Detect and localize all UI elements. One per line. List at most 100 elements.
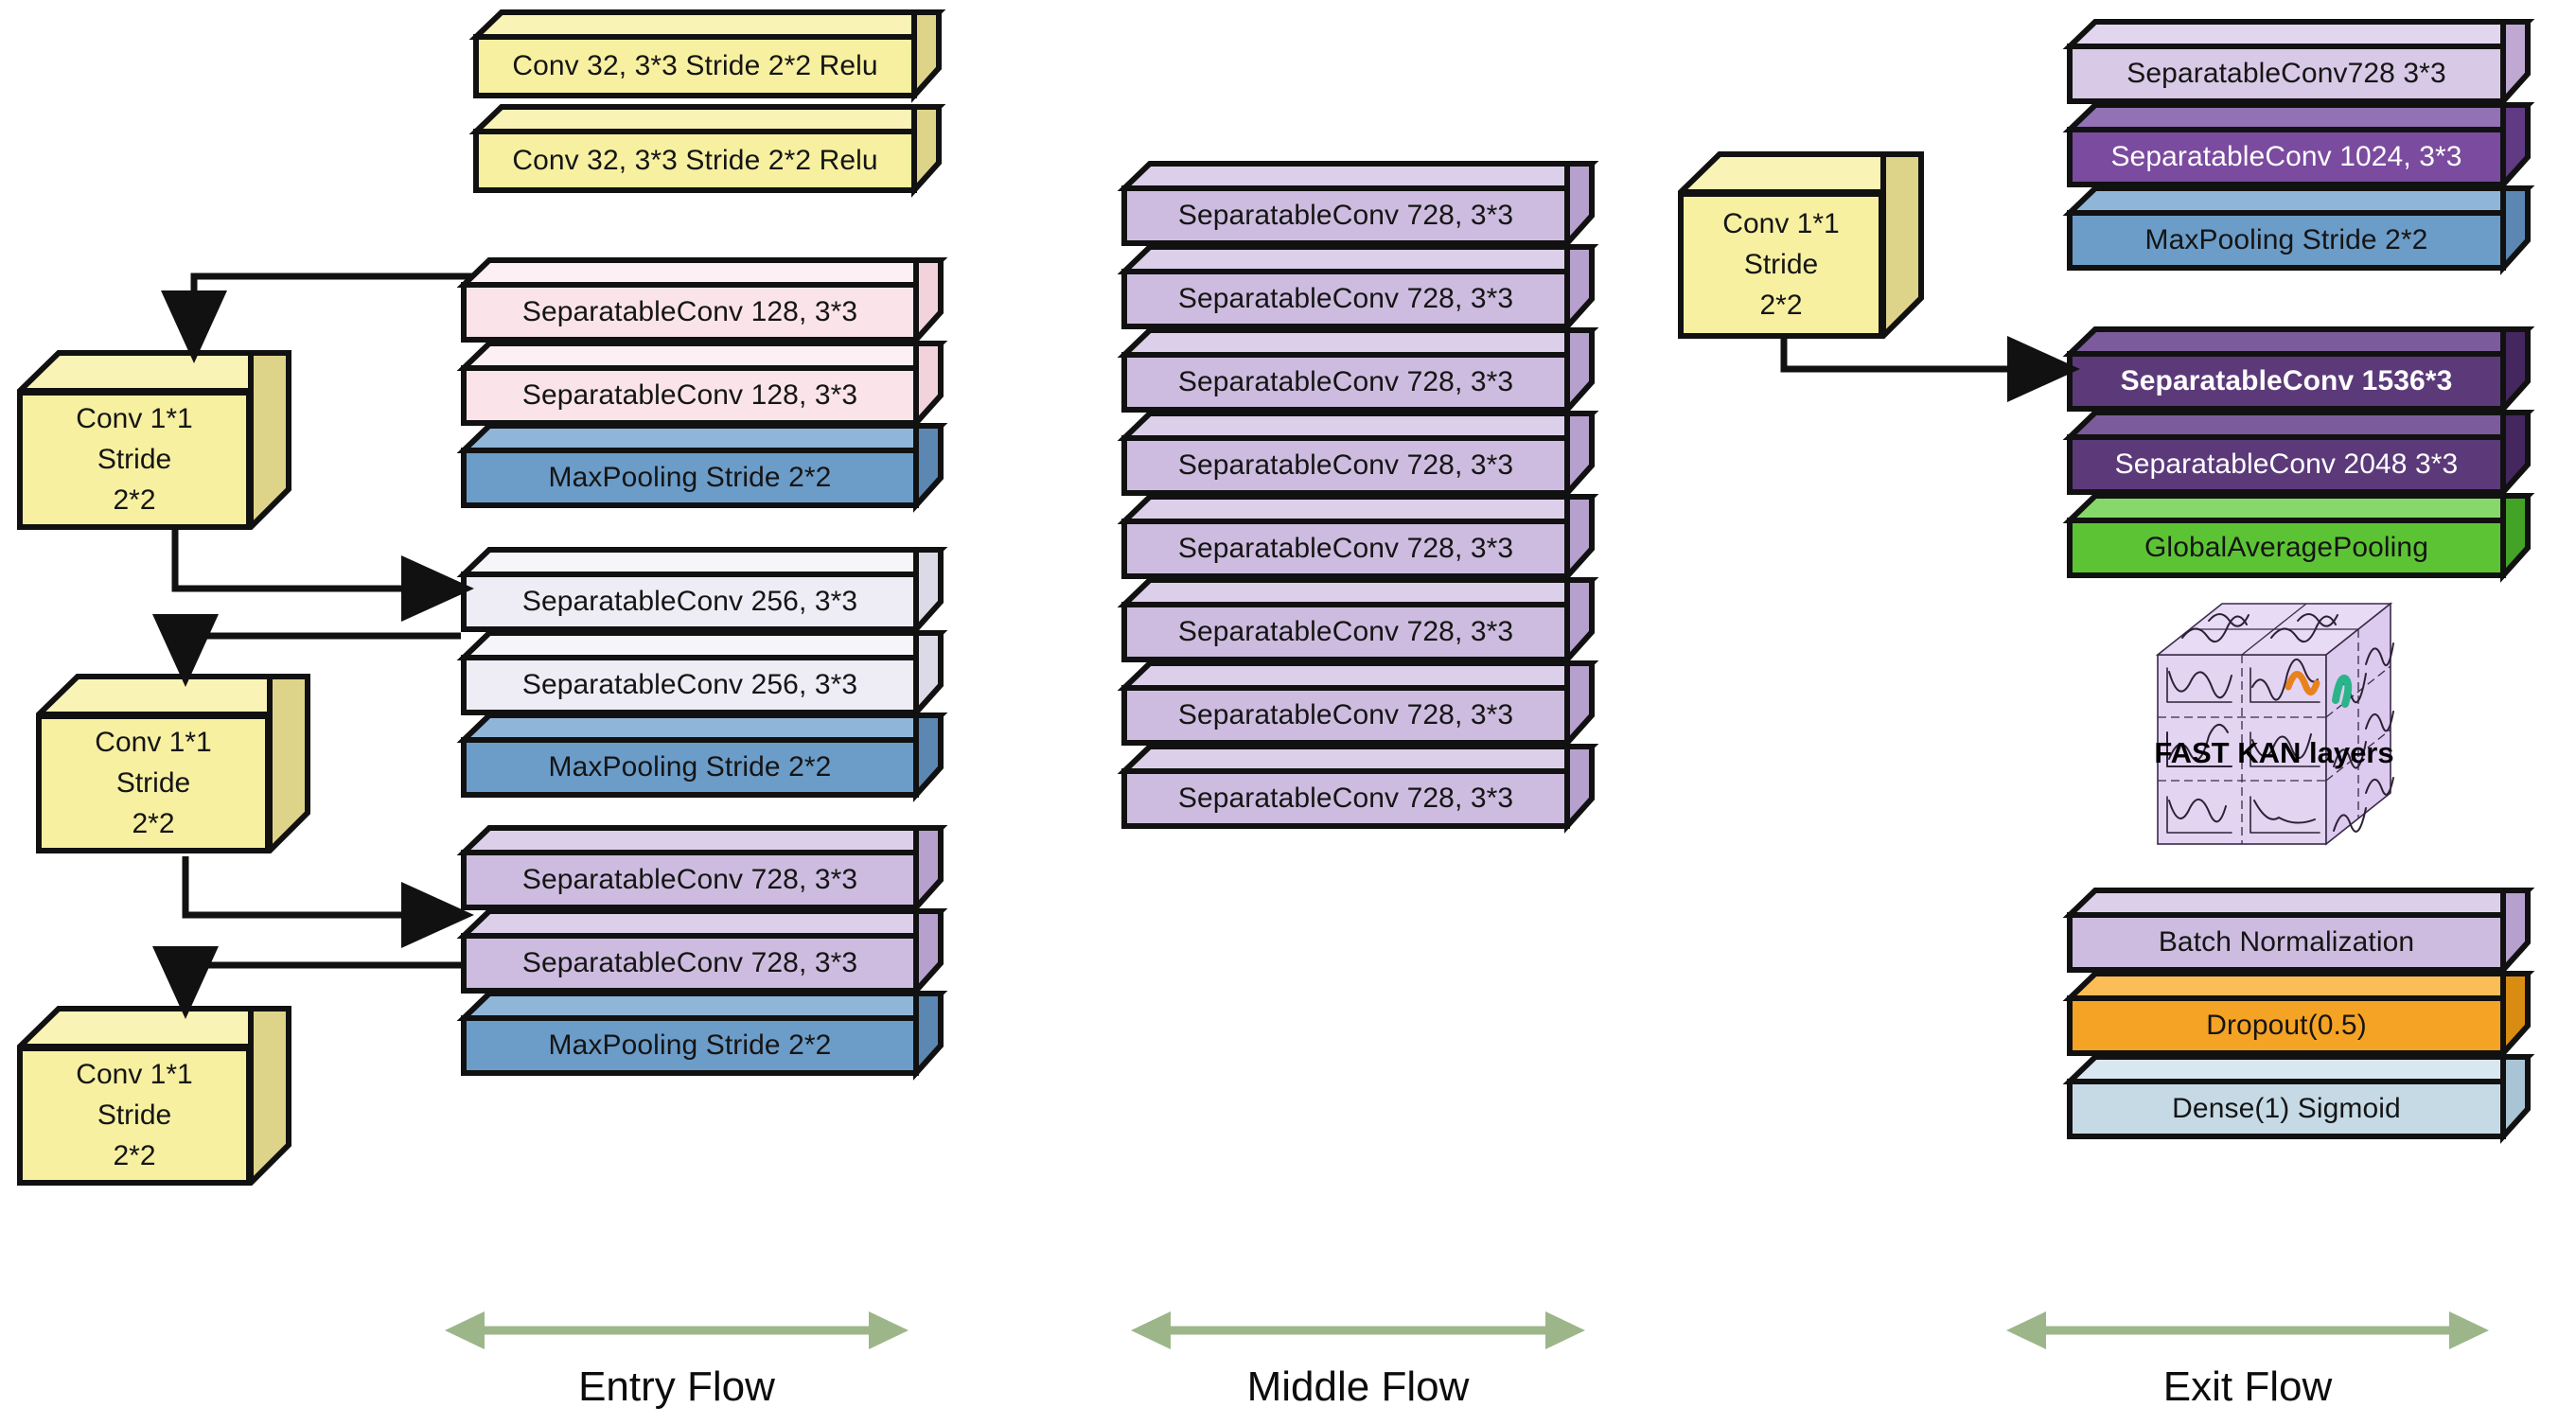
slab-front-face: Conv 32, 3*3 Stride 2*2 Relu [473, 129, 917, 193]
slab-maxpool-entry-256: MaxPooling Stride 2*2 [456, 712, 948, 802]
slab-front-face: SeparatableConv 728, 3*3 [1121, 602, 1570, 662]
slab-front-face: Dense(1) Sigmoid [2067, 1079, 2506, 1139]
slab-front-face: MaxPooling Stride 2*2 [461, 1015, 919, 1076]
slab-sepconv2048: SeparatableConv 2048 3*3 [2062, 410, 2535, 500]
cube-line-1: Stride [97, 1100, 172, 1131]
slab-front-face: SeparatableConv 728, 3*3 [1121, 768, 1570, 829]
flow-label-middle: Middle Flow [1246, 1363, 1470, 1410]
slab-label: SeparatableConv 728, 3*3 [1177, 783, 1514, 814]
slab-front-face: SeparatableConv 2048 3*3 [2067, 434, 2506, 495]
cube-front-face: Conv 1*1 Stride 2*2 [17, 390, 252, 530]
slab-label: SeparatableConv 1024, 3*3 [2110, 141, 2462, 172]
slab-front-face: Batch Normalization [2067, 912, 2506, 973]
slab-label: SeparatableConv 728, 3*3 [521, 864, 858, 895]
slab-front-face: MaxPooling Stride 2*2 [2067, 210, 2506, 271]
cube-line-0: Conv 1*1 [95, 727, 212, 758]
cube-line-0: Conv 1*1 [1722, 208, 1840, 239]
slab-label: Dense(1) Sigmoid [2172, 1093, 2401, 1124]
slab-middle-sepconv728-6: SeparatableConv 728, 3*3 [1117, 660, 1599, 750]
cube-line-0: Conv 1*1 [76, 1059, 193, 1090]
cube-line-2: 2*2 [113, 1140, 156, 1171]
cube-front-face: Conv 1*1 Stride 2*2 [36, 713, 271, 853]
cube-line-1: Stride [115, 767, 191, 799]
cube-line-2: 2*2 [113, 484, 156, 516]
slab-middle-sepconv728-4: SeparatableConv 728, 3*3 [1117, 494, 1599, 584]
cube-line-0: Conv 1*1 [76, 403, 193, 434]
slab-front-face: SeparatableConv 1536*3 [2067, 351, 2506, 412]
skip-arrow-block256-to-cube2 [152, 614, 461, 687]
slab-sepconv1536: SeparatableConv 1536*3 [2062, 326, 2535, 416]
slab-label: MaxPooling Stride 2*2 [548, 462, 832, 493]
slab-middle-sepconv728-1: SeparatableConv 728, 3*3 [1117, 244, 1599, 334]
slab-label: Batch Normalization [2158, 926, 2415, 958]
slab-label: SeparatableConv 1536*3 [2120, 365, 2453, 396]
slab-label: SeparatableConv 128, 3*3 [521, 379, 858, 411]
cube-line-2: 2*2 [132, 808, 175, 839]
slab-middle-sepconv728-3: SeparatableConv 728, 3*3 [1117, 411, 1599, 501]
slab-label: Conv 32, 3*3 Stride 2*2 Relu [512, 50, 878, 81]
slab-front-face: Conv 32, 3*3 Stride 2*2 Relu [473, 34, 917, 98]
slab-sepconv728-entry-a: SeparatableConv 728, 3*3 [456, 825, 948, 915]
slab-label: SeparatableConv 128, 3*3 [521, 296, 858, 327]
slab-front-face: SeparatableConv 728, 3*3 [461, 933, 919, 994]
cube-side-face [248, 1006, 291, 1186]
slab-label: Dropout(0.5) [2206, 1010, 2367, 1041]
skip-arrow-exitcube-to-sepconv1536 [1780, 336, 2080, 402]
slab-label: SeparatableConv 2048 3*3 [2114, 449, 2459, 480]
slab-front-face: GlobalAveragePooling [2067, 518, 2506, 578]
slab-label: SeparatableConv 728, 3*3 [1177, 283, 1514, 314]
slab-maxpool-entry-728: MaxPooling Stride 2*2 [456, 991, 948, 1081]
slab-sepconv256-b: SeparatableConv 256, 3*3 [456, 630, 948, 720]
cube-conv1x1-entry-1: Conv 1*1 Stride 2*2 [36, 674, 310, 853]
flow-arrow-exit [2006, 1311, 2489, 1349]
slab-sepconv728-entry-b: SeparatableConv 728, 3*3 [456, 908, 948, 998]
slab-maxpool-entry-128: MaxPooling Stride 2*2 [456, 423, 948, 513]
slab-sepconv728-exit: SeparatableConv728 3*3 [2062, 19, 2535, 109]
cube-side-face [248, 350, 291, 530]
slab-front-face: SeparatableConv 728, 3*3 [1121, 685, 1570, 746]
slab-front-face: SeparatableConv 728, 3*3 [1121, 435, 1570, 496]
slab-sepconv128-a: SeparatableConv 128, 3*3 [456, 257, 948, 347]
slab-label: SeparatableConv 728, 3*3 [1177, 699, 1514, 730]
slab-label: SeparatableConv 256, 3*3 [521, 669, 858, 700]
slab-label: SeparatableConv728 3*3 [2126, 58, 2446, 89]
slab-label: SeparatableConv 728, 3*3 [1177, 449, 1514, 481]
slab-front-face: SeparatableConv728 3*3 [2067, 44, 2506, 104]
slab-dropout: Dropout(0.5) [2062, 971, 2535, 1061]
slab-front-face: SeparatableConv 728, 3*3 [1121, 352, 1570, 413]
skip-arrow-block728-to-cube3 [152, 946, 461, 1019]
kan-cube-label: FAST KAN layers [2154, 736, 2394, 769]
cube-side-face [1880, 151, 1924, 339]
cube-side-face [267, 674, 310, 853]
slab-front-face: SeparatableConv 728, 3*3 [461, 850, 919, 910]
slab-label: Conv 32, 3*3 Stride 2*2 Relu [512, 145, 878, 176]
slab-maxpool-exit: MaxPooling Stride 2*2 [2062, 185, 2535, 275]
fast-kan-cube: FAST KAN layers [2137, 596, 2411, 861]
slab-label: SeparatableConv 256, 3*3 [521, 586, 858, 617]
slab-sepconv128-b: SeparatableConv 128, 3*3 [456, 341, 948, 431]
slab-label: MaxPooling Stride 2*2 [2144, 224, 2428, 255]
slab-entry-stem-0: Conv 32, 3*3 Stride 2*2 Relu [468, 9, 946, 103]
slab-globalavgpool: GlobalAveragePooling [2062, 493, 2535, 583]
slab-entry-stem-1: Conv 32, 3*3 Stride 2*2 Relu [468, 104, 946, 198]
cube-line-2: 2*2 [1759, 290, 1803, 321]
flow-label-exit: Exit Flow [2162, 1363, 2333, 1410]
slab-dense-sigmoid: Dense(1) Sigmoid [2062, 1054, 2535, 1144]
slab-middle-sepconv728-7: SeparatableConv 728, 3*3 [1117, 744, 1599, 834]
slab-middle-sepconv728-0: SeparatableConv 728, 3*3 [1117, 161, 1599, 251]
cube-line-1: Stride [1743, 249, 1819, 280]
flow-label-entry: Entry Flow [578, 1363, 775, 1410]
cube-conv1x1-exit: Conv 1*1 Stride 2*2 [1678, 151, 1924, 339]
slab-front-face: SeparatableConv 256, 3*3 [461, 655, 919, 715]
slab-front-face: SeparatableConv 728, 3*3 [1121, 519, 1570, 579]
slab-label: SeparatableConv 728, 3*3 [1177, 533, 1514, 564]
slab-sepconv256-a: SeparatableConv 256, 3*3 [456, 547, 948, 637]
slab-front-face: MaxPooling Stride 2*2 [461, 448, 919, 508]
slab-front-face: SeparatableConv 728, 3*3 [1121, 185, 1570, 246]
slab-front-face: SeparatableConv 1024, 3*3 [2067, 127, 2506, 187]
cube-line-1: Stride [97, 444, 172, 475]
slab-middle-sepconv728-5: SeparatableConv 728, 3*3 [1117, 577, 1599, 667]
slab-front-face: SeparatableConv 128, 3*3 [461, 365, 919, 426]
cube-conv1x1-entry-2: Conv 1*1 Stride 2*2 [17, 1006, 291, 1186]
slab-label: SeparatableConv 728, 3*3 [521, 947, 858, 978]
